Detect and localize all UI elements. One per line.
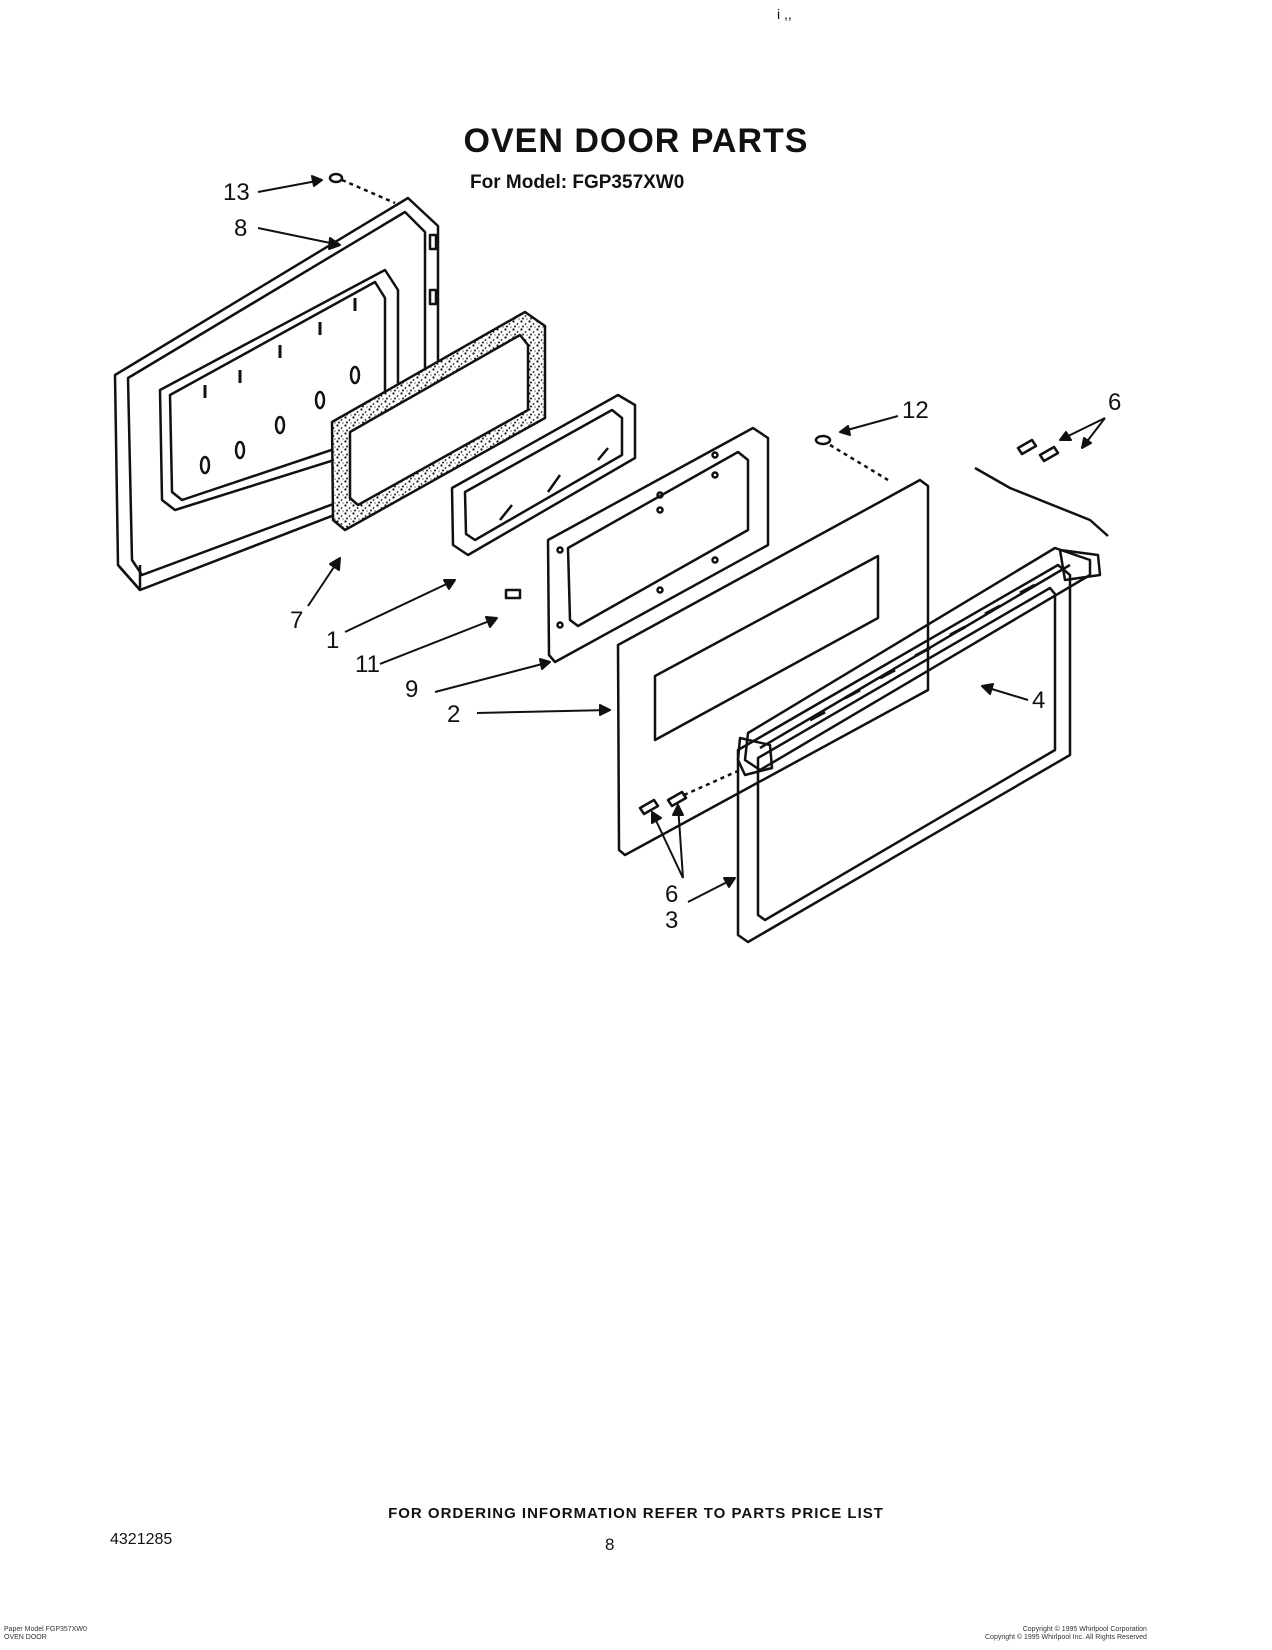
page-number: 8 bbox=[605, 1535, 615, 1554]
callout-12: 12 bbox=[902, 397, 929, 424]
callout-8: 8 bbox=[234, 215, 247, 242]
handle-screws-lower bbox=[638, 768, 741, 816]
outer-door-frame bbox=[736, 563, 1072, 944]
callout-7: 7 bbox=[290, 607, 303, 634]
screw-12 bbox=[814, 434, 889, 482]
callout-6-upper: 6 bbox=[1108, 389, 1121, 416]
footer-left-fineprint: Paper Model FGP357XW0 OVEN DOOR bbox=[4, 1626, 87, 1642]
callout-13: 13 bbox=[223, 179, 250, 206]
handle-screws-upper bbox=[974, 438, 1109, 537]
callout-11: 11 bbox=[355, 651, 380, 678]
callout-2: 2 bbox=[447, 701, 460, 728]
callout-9: 9 bbox=[405, 676, 418, 703]
page-title: OVEN DOOR PARTS bbox=[463, 122, 809, 160]
inner-door-panel bbox=[546, 426, 770, 664]
callout-labels: 13 8 12 6 7 1 11 9 2 4 6 3 bbox=[223, 179, 1121, 934]
model-subtitle: For Model: FGP357XW0 bbox=[470, 172, 685, 193]
callout-6-lower: 6 bbox=[665, 881, 678, 908]
outer-door-panel bbox=[616, 478, 930, 857]
footer-right-fineprint: Copyright © 1995 Whirlpool Corporation C… bbox=[985, 1626, 1147, 1642]
door-handle bbox=[736, 546, 1102, 777]
footer-left-line-2: OVEN DOOR bbox=[4, 1634, 47, 1641]
footer-right-line-1: Copyright © 1995 Whirlpool Corporation bbox=[1022, 1626, 1147, 1633]
callout-4: 4 bbox=[1032, 687, 1045, 714]
top-marks: i ,, bbox=[777, 6, 792, 22]
glass-clip bbox=[504, 588, 522, 600]
footer-right-line-2: Copyright © 1995 Whirlpool Inc. All Righ… bbox=[985, 1634, 1147, 1641]
ordering-note: FOR ORDERING INFORMATION REFER TO PARTS … bbox=[388, 1505, 884, 1522]
inner-glass-pack bbox=[450, 393, 637, 557]
insulation-gasket bbox=[330, 310, 547, 532]
screw-13 bbox=[328, 172, 396, 205]
callout-1: 1 bbox=[326, 627, 339, 654]
document-number: 4321285 bbox=[110, 1531, 173, 1548]
callout-3: 3 bbox=[665, 907, 678, 934]
footer-left-line-1: Paper Model FGP357XW0 bbox=[4, 1626, 87, 1633]
